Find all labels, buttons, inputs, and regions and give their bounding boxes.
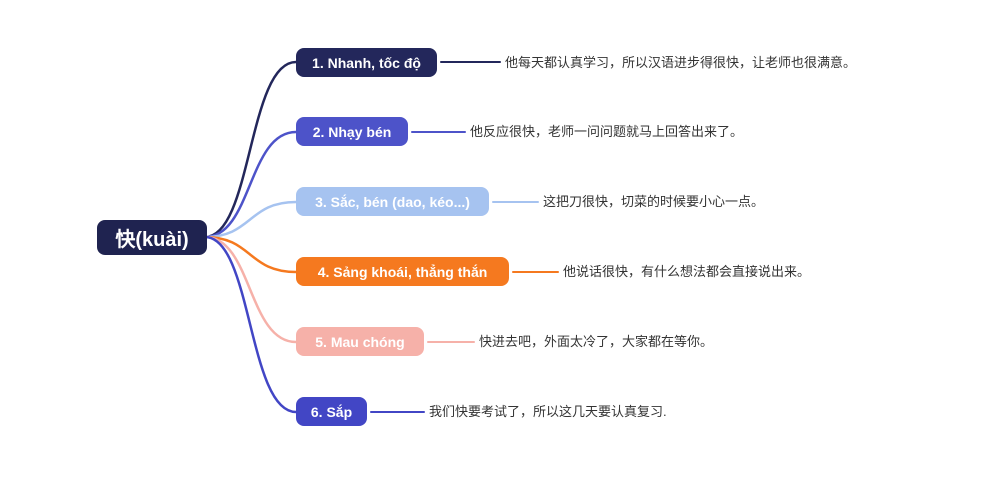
connector-branch-5 [203, 235, 298, 344]
example-sentence-5[interactable]: 快进去吧，外面太冷了，大家都在等你。 [479, 334, 714, 349]
branch-node-1-label: 1. Nhanh, tốc độ [312, 54, 421, 71]
branch-node-3-label: 3. Sắc, bén (dao, kéo...) [315, 193, 470, 210]
branch-node-5[interactable]: 5. Mau chóng [296, 327, 424, 356]
branch-node-4-label: 4. Sảng khoái, thẳng thắn [317, 263, 488, 280]
branch-node-2-label: 2. Nhạy bén [312, 123, 392, 140]
branch-node-5-label: 5. Mau chóng [315, 333, 405, 350]
root-node-label: 快(kuài) [115, 229, 189, 251]
example-sentence-6[interactable]: 我们快要考试了，所以这几天要认真复习. [429, 404, 667, 419]
branch-node-3[interactable]: 3. Sắc, bén (dao, kéo...) [296, 187, 489, 216]
connector-branch-6 [203, 235, 298, 414]
connector-branch-3 [203, 200, 298, 239]
example-sentence-3[interactable]: 这把刀很快，切菜的时候要小心一点。 [543, 194, 765, 209]
branch-node-6[interactable]: 6. Sắp [296, 397, 367, 426]
branch-node-4[interactable]: 4. Sảng khoái, thẳng thắn [296, 257, 509, 286]
branch-node-2[interactable]: 2. Nhạy bén [296, 117, 408, 146]
connector-branch-4 [203, 235, 298, 274]
example-sentence-4[interactable]: 他说话很快，有什么想法都会直接说出来。 [563, 264, 811, 279]
connector-branch-2 [203, 130, 298, 239]
branch-node-6-label: 6. Sắp [310, 403, 353, 420]
example-sentence-1[interactable]: 他每天都认真学习，所以汉语进步得很快，让老师也很满意。 [505, 55, 857, 70]
branch-node-1[interactable]: 1. Nhanh, tốc độ [296, 48, 437, 77]
connector-branch-1 [203, 60, 298, 239]
root-node[interactable]: 快(kuài) [97, 220, 207, 255]
example-sentence-2[interactable]: 他反应很快，老师一问问题就马上回答出来了。 [470, 124, 744, 139]
